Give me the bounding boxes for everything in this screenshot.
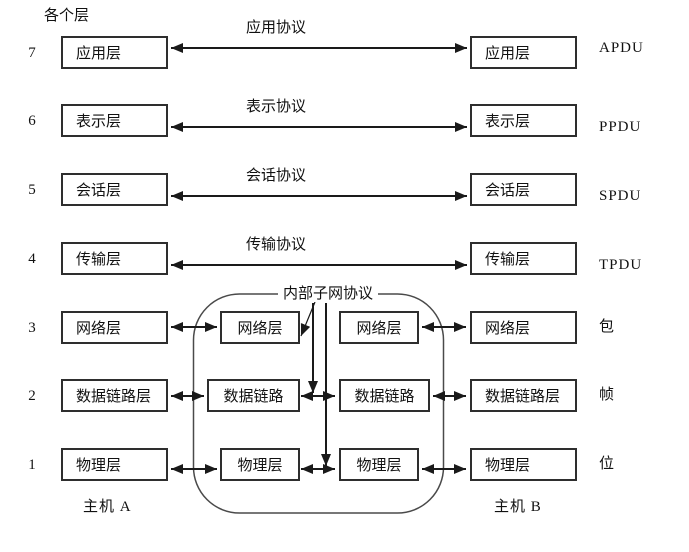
hosta-layer1-box: 物理层 <box>61 448 168 481</box>
hostb-layer5-label: 会话层 <box>485 183 531 199</box>
hosta-layer5-box: 会话层 <box>61 173 168 206</box>
layer-number-1: 1 <box>28 457 36 473</box>
hostb-layer6-label: 表示层 <box>485 114 531 130</box>
protocol-label-layer5: 会话协议 <box>245 168 306 184</box>
layer-number-5: 5 <box>28 182 36 198</box>
hosta-layer7-label: 应用层 <box>76 46 122 62</box>
hosta-layer6-label: 表示层 <box>76 114 122 130</box>
router-left-datalink-box: 数据链路 <box>207 379 300 412</box>
hostb-layer3-box: 网络层 <box>470 311 577 344</box>
arrow-group <box>171 43 467 474</box>
router-left-physical-label: 物理层 <box>237 458 283 474</box>
router-right-physical-box: 物理层 <box>339 448 419 481</box>
diagram-title: 各个层 <box>44 8 90 24</box>
protocol-label-layer4: 传输协议 <box>245 237 306 253</box>
router-left-datalink-label: 数据链路 <box>223 389 284 405</box>
pdu-label-layer3: 包 <box>599 319 616 335</box>
protocol-label-layer7: 应用协议 <box>245 20 306 36</box>
layer-number-6: 6 <box>28 113 36 129</box>
router-left-network-box: 网络层 <box>220 311 300 344</box>
pdu-label-layer6: PPDU <box>599 119 642 135</box>
hostb-layer6-box: 表示层 <box>470 104 577 137</box>
layer-number-7: 7 <box>28 45 36 61</box>
layer-number-4: 4 <box>28 251 36 267</box>
hosta-layer1-label: 物理层 <box>76 458 122 474</box>
hosta-layer3-label: 网络层 <box>76 321 122 337</box>
pdu-label-layer5: SPDU <box>599 188 642 204</box>
hosta-layer2-box: 数据链路层 <box>61 379 168 412</box>
hosta-layer4-label: 传输层 <box>76 252 122 268</box>
hosta-layer5-label: 会话层 <box>76 183 122 199</box>
layer-number-3: 3 <box>28 320 36 336</box>
pdu-label-layer4: TPDU <box>599 257 643 273</box>
host-b-caption: 主机 B <box>494 499 542 515</box>
protocol-label-layer6: 表示协议 <box>245 99 306 115</box>
hostb-layer7-box: 应用层 <box>470 36 577 69</box>
hostb-layer5-box: 会话层 <box>470 173 577 206</box>
router-right-datalink-label: 数据链路 <box>354 389 415 405</box>
hosta-layer2-label: 数据链路层 <box>76 389 152 405</box>
layer-number-2: 2 <box>28 388 36 404</box>
hostb-layer1-label: 物理层 <box>485 458 531 474</box>
pdu-label-layer1: 位 <box>599 456 616 472</box>
hosta-layer3-box: 网络层 <box>61 311 168 344</box>
router-left-network-label: 网络层 <box>237 321 283 337</box>
pdu-label-layer2: 帧 <box>599 387 616 403</box>
router-right-physical-label: 物理层 <box>356 458 402 474</box>
pdu-label-layer7: APDU <box>599 40 644 56</box>
router-right-datalink-box: 数据链路 <box>339 379 430 412</box>
hostb-layer2-label: 数据链路层 <box>485 389 561 405</box>
hostb-layer2-box: 数据链路层 <box>470 379 577 412</box>
subnet-protocol-pointer-network <box>300 301 316 337</box>
hostb-layer4-box: 传输层 <box>470 242 577 275</box>
router-right-network-label: 网络层 <box>356 321 402 337</box>
hosta-layer6-box: 表示层 <box>61 104 168 137</box>
subnet-protocol-label: 内部子网协议 <box>278 286 378 302</box>
hostb-layer4-label: 传输层 <box>485 252 531 268</box>
host-a-caption: 主机 A <box>83 499 132 515</box>
hosta-layer7-box: 应用层 <box>61 36 168 69</box>
hostb-layer3-label: 网络层 <box>485 321 531 337</box>
hostb-layer7-label: 应用层 <box>485 46 531 62</box>
hosta-layer4-box: 传输层 <box>61 242 168 275</box>
router-left-physical-box: 物理层 <box>220 448 300 481</box>
router-right-network-box: 网络层 <box>339 311 419 344</box>
hostb-layer1-box: 物理层 <box>470 448 577 481</box>
